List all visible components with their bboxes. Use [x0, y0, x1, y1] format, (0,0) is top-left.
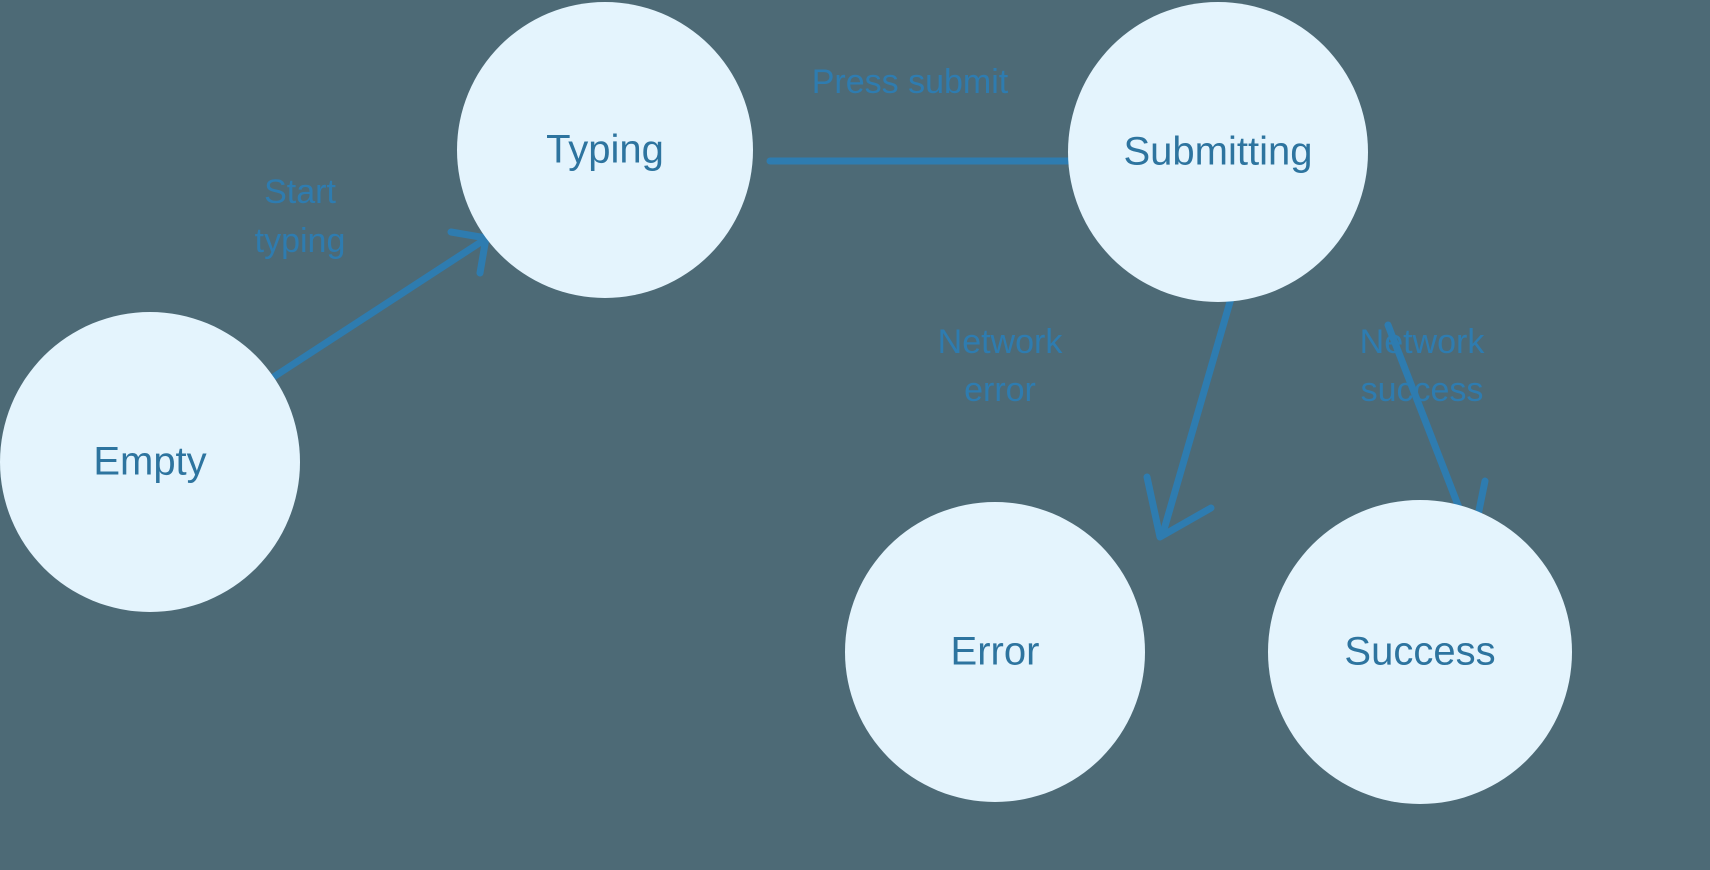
edge-label-line-2: typing	[255, 222, 346, 260]
edge-label-typing-to-submitting: Press submit	[812, 63, 1009, 101]
node-typing-circle[interactable]	[457, 2, 753, 298]
node-success-label: Success	[1344, 630, 1495, 674]
edge-submitting-to-error	[1143, 291, 1236, 541]
node-typing-label: Typing	[546, 128, 664, 172]
edge-label-line-1: Network	[938, 323, 1064, 361]
node-success-circle[interactable]	[1268, 500, 1572, 804]
arrowhead-submitting-to-error	[1143, 473, 1215, 541]
edge-label-submitting-to-success: Network success	[1360, 323, 1486, 409]
edge-empty-to-typing	[268, 228, 490, 382]
node-submitting-label: Submitting	[1124, 130, 1313, 174]
node-empty-circle[interactable]	[0, 312, 300, 612]
node-error-circle[interactable]	[845, 502, 1145, 802]
edge-label-line-2: error	[964, 371, 1036, 409]
edge-label-line-2: success	[1361, 371, 1484, 409]
node-empty[interactable]: Empty	[0, 312, 300, 612]
edge-line-empty-to-typing	[268, 236, 488, 382]
edge-line-submitting-to-error	[1159, 291, 1236, 537]
edge-label-submitting-to-error: Network error	[938, 323, 1064, 409]
node-error-label: Error	[951, 630, 1040, 674]
edge-label-line-1: Network	[1360, 323, 1486, 361]
node-typing[interactable]: Typing	[457, 2, 753, 298]
edge-label-line-1: Start	[264, 173, 336, 211]
node-success[interactable]: Success	[1268, 500, 1572, 804]
edge-label-line-1: Press submit	[812, 63, 1009, 101]
arrowhead-empty-to-typing	[447, 228, 490, 277]
node-submitting[interactable]: Submitting	[1068, 2, 1368, 302]
node-empty-label: Empty	[93, 440, 206, 484]
node-error[interactable]: Error	[845, 502, 1145, 802]
edge-label-empty-to-typing: Start typing	[255, 173, 346, 260]
edge-line-submitting-to-success	[1384, 321, 1474, 540]
node-submitting-circle[interactable]	[1068, 2, 1368, 302]
